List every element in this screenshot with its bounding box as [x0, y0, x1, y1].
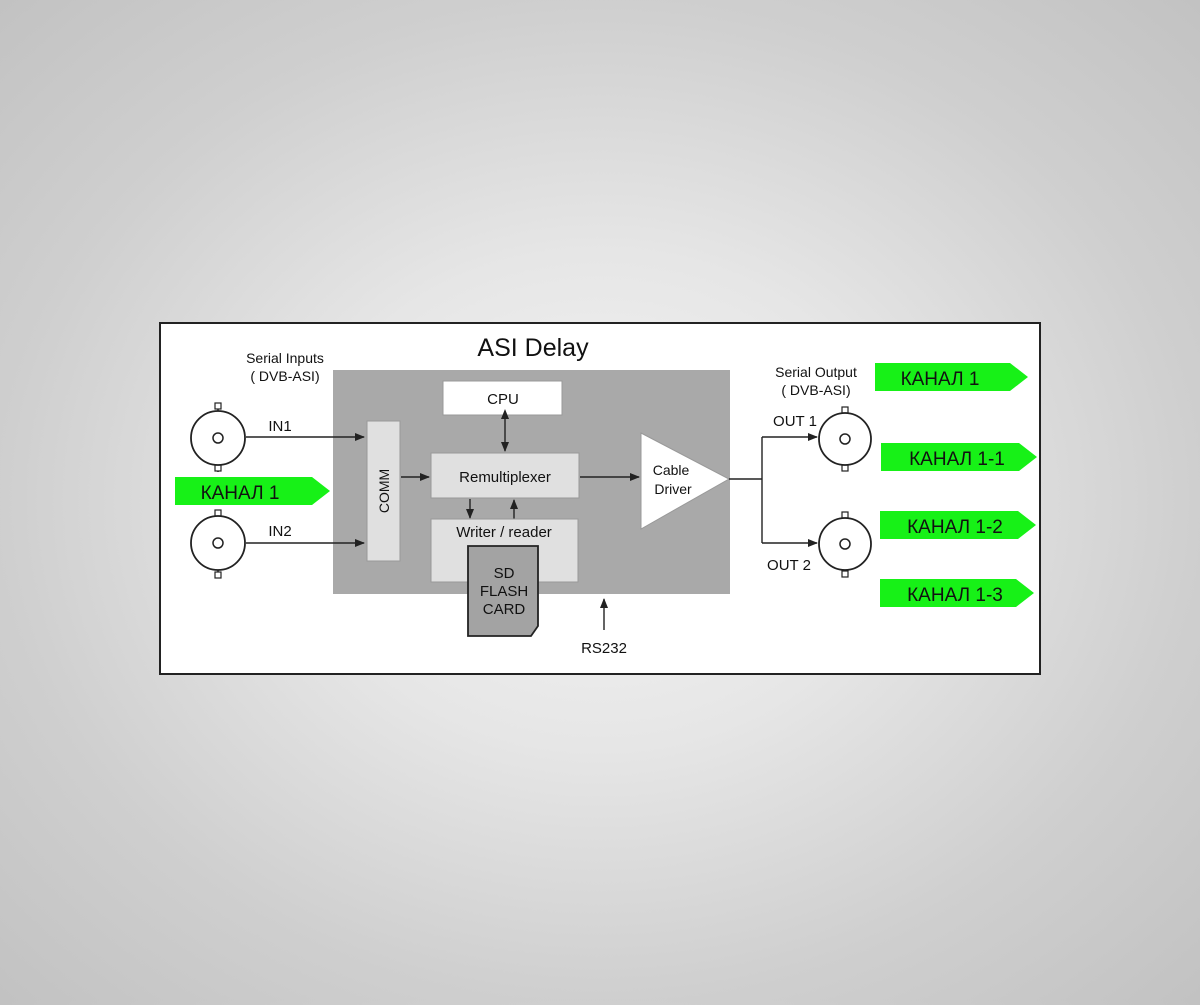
output-channel-tag-2-label: КАНАЛ 1-1 — [909, 449, 1005, 470]
serial-output-subheading: ( DVB-ASI) — [781, 382, 850, 398]
output-channel-tag-1: КАНАЛ 1 — [875, 363, 1028, 391]
sd-label-line3: CARD — [483, 601, 526, 618]
in1-label: IN1 — [268, 418, 291, 435]
cpu-label: CPU — [487, 391, 519, 408]
output-channel-tag-3: КАНАЛ 1-2 — [880, 511, 1036, 539]
input-channel-tag: КАНАЛ 1 — [175, 477, 330, 505]
rs232-label: RS232 — [581, 640, 627, 657]
output-channel-tag-4-label: КАНАЛ 1-3 — [907, 585, 1003, 606]
comm-block — [366, 420, 401, 562]
sd-label-line2: FLASH — [480, 583, 528, 600]
sd-label-line1: SD — [494, 565, 515, 582]
remux-block — [430, 452, 580, 499]
serial-inputs-heading: Serial Inputs — [246, 350, 324, 366]
remux-label: Remultiplexer — [459, 469, 551, 486]
output-channel-tag-2: КАНАЛ 1-1 — [881, 443, 1037, 471]
diagram-title: ASI Delay — [477, 334, 589, 362]
out1-label: OUT 1 — [773, 413, 817, 430]
bnc-connector-in1-icon — [190, 402, 246, 472]
in2-label: IN2 — [268, 523, 291, 540]
cable-driver-label-line1: Cable — [653, 462, 690, 478]
output-channel-tag-4: КАНАЛ 1-3 — [880, 579, 1034, 607]
out2-label: OUT 2 — [767, 557, 811, 574]
cable-driver-triangle: Cable Driver — [640, 432, 731, 530]
serial-output-heading: Serial Output — [775, 364, 857, 380]
input-channel-tag-label: КАНАЛ 1 — [201, 483, 280, 504]
serial-inputs-subheading: ( DVB-ASI) — [250, 368, 319, 384]
cable-driver-label-line2: Driver — [654, 481, 692, 497]
bnc-connector-in2-icon — [190, 509, 246, 579]
output-channel-tag-3-label: КАНАЛ 1-2 — [907, 517, 1003, 538]
output-channel-tag-1-label: КАНАЛ 1 — [901, 369, 980, 390]
writer-reader-label: Writer / reader — [456, 524, 552, 541]
comm-label: COMM — [376, 469, 392, 513]
output-split-lines — [729, 433, 818, 547]
bnc-connector-out1-icon — [818, 406, 872, 472]
sd-card-icon: SD FLASH CARD — [467, 545, 539, 637]
bnc-connector-out2-icon — [818, 511, 872, 578]
